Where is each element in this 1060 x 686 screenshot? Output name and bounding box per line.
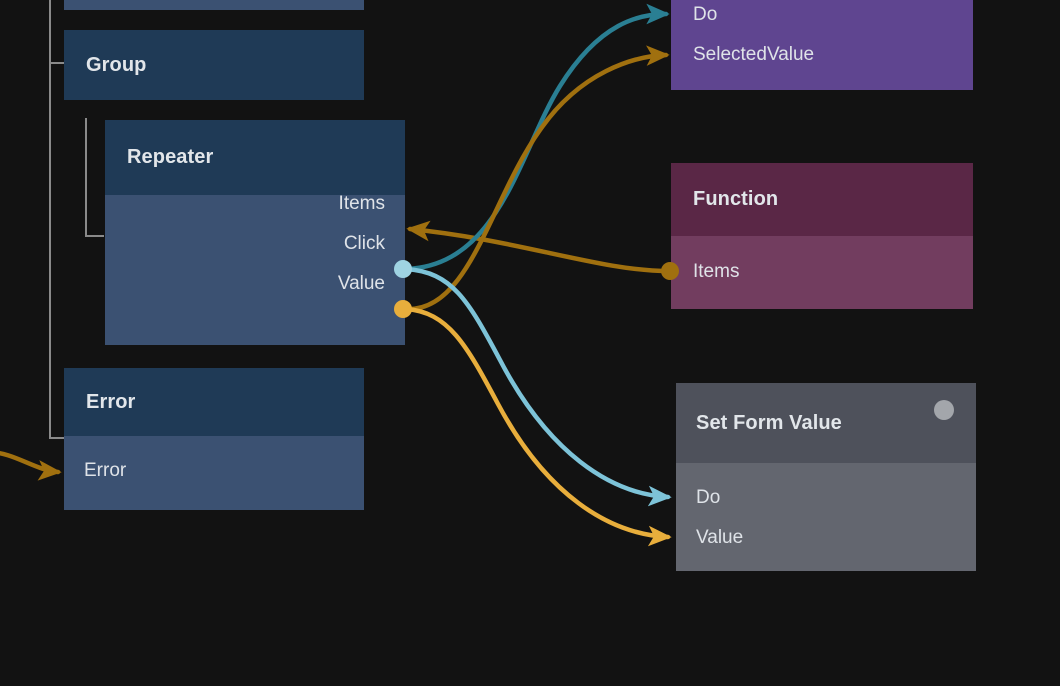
set-form-value-title: Set Form Value: [696, 411, 842, 434]
node-repeater[interactable]: Repeater Items Click Value: [105, 120, 405, 345]
port-repeater-items[interactable]: Items: [339, 193, 385, 215]
port-sfv-do-label: Do: [696, 487, 721, 508]
set-form-value-header[interactable]: Set Form Value: [676, 383, 976, 463]
function-title: Function: [693, 188, 779, 210]
error-title: Error: [86, 390, 136, 413]
function-header[interactable]: Function: [671, 163, 973, 236]
port-action-selectedvalue[interactable]: SelectedValue: [693, 44, 814, 66]
tree-spine-outer: [49, 0, 64, 439]
port-action-do[interactable]: Do: [693, 4, 717, 26]
partial-node-top[interactable]: [64, 0, 364, 10]
port-sfv-value-label: Value: [696, 527, 744, 548]
port-repeater-value-label: Value: [337, 273, 385, 294]
function-body: Items: [671, 236, 973, 309]
node-error[interactable]: Error Error: [64, 368, 364, 510]
status-dot-icon[interactable]: [934, 400, 954, 420]
edge-value-to-sfv-value: [403, 306, 672, 547]
edge-click-to-action-do: [403, 3, 670, 272]
port-repeater-value[interactable]: Value: [338, 273, 385, 295]
node-set-form-value[interactable]: Set Form Value Do Value: [676, 383, 976, 571]
port-function-items-label: Items: [693, 261, 740, 282]
tree-spine-inner: [85, 118, 104, 237]
port-error-error-label: Error: [84, 460, 127, 481]
repeater-title: Repeater: [127, 146, 214, 168]
error-header[interactable]: Error: [64, 368, 364, 436]
error-body: Error: [64, 436, 364, 510]
node-action-purple[interactable]: Do SelectedValue: [671, 0, 973, 90]
port-sfv-do[interactable]: Do: [696, 487, 720, 509]
port-action-do-label: Do: [693, 4, 718, 25]
repeater-body: Items Click Value: [105, 193, 405, 345]
edge-incoming-to-error: [0, 451, 62, 481]
group-title: Group: [86, 53, 147, 76]
port-function-items[interactable]: Items: [693, 261, 739, 283]
port-repeater-click[interactable]: Click: [344, 233, 385, 255]
node-group[interactable]: Group: [64, 30, 364, 100]
edge-click-to-sfv-do: [403, 266, 672, 507]
port-action-selectedvalue-label: SelectedValue: [693, 44, 815, 65]
set-form-value-body: Do Value: [676, 463, 976, 571]
node-function[interactable]: Function Items: [671, 163, 973, 309]
repeater-header[interactable]: Repeater: [105, 120, 405, 195]
edge-value-to-action-selectedvalue: [403, 45, 670, 312]
port-error-error[interactable]: Error: [84, 460, 126, 482]
edge-function-items-to-repeater-items: [406, 220, 671, 274]
port-repeater-items-label: Items: [338, 193, 385, 214]
group-header[interactable]: Group: [64, 30, 364, 100]
port-repeater-click-label: Click: [343, 233, 385, 254]
port-sfv-value[interactable]: Value: [696, 527, 743, 549]
